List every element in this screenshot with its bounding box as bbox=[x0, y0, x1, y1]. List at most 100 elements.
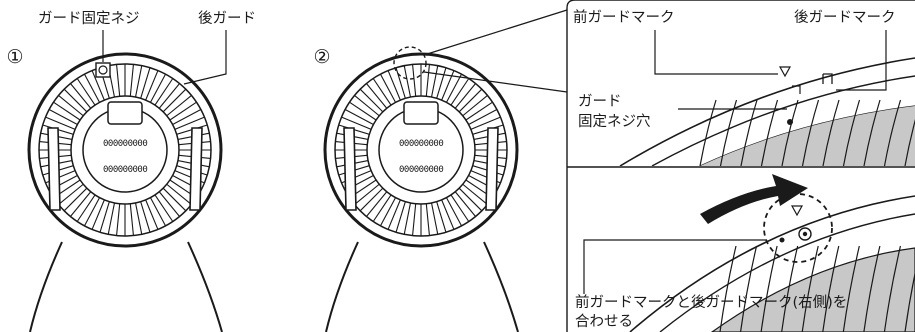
guard-rib bbox=[387, 199, 401, 230]
fan-1-handle bbox=[107, 101, 143, 125]
guard-rib bbox=[158, 83, 180, 109]
guard-rib bbox=[379, 197, 397, 227]
guard-rib bbox=[91, 70, 105, 101]
guard-rib bbox=[468, 108, 498, 126]
detail-panel bbox=[566, 0, 915, 332]
guard-rib bbox=[441, 199, 455, 230]
guard-rib bbox=[63, 88, 88, 113]
detail-bottom-drawing bbox=[629, 174, 915, 332]
guard-rib bbox=[116, 203, 121, 236]
detail-rib bbox=[699, 99, 717, 166]
detail-rib bbox=[719, 99, 738, 166]
fan-1 bbox=[27, 30, 227, 332]
guard-rib bbox=[372, 78, 392, 106]
guard-rib bbox=[58, 95, 84, 117]
guard-rib bbox=[172, 108, 202, 126]
leader-alignment bbox=[583, 239, 766, 294]
detail-rib bbox=[863, 245, 881, 332]
guard-rib bbox=[470, 116, 501, 130]
guard-rib bbox=[76, 78, 96, 106]
guard-rib bbox=[403, 65, 412, 98]
guard-rib bbox=[445, 73, 463, 103]
guard-rib bbox=[462, 183, 488, 205]
guard-rib bbox=[425, 64, 430, 97]
guard-rib bbox=[149, 197, 167, 227]
rear-guard-mark bbox=[822, 73, 833, 84]
detail-rib bbox=[863, 99, 881, 166]
fan-1-label-plate-bottom: 000000000 bbox=[103, 163, 148, 177]
fan-1-label-text-bottom: 000000000 bbox=[103, 165, 148, 175]
detail-rib bbox=[760, 99, 779, 166]
detail-rib bbox=[801, 245, 819, 332]
guard-rib bbox=[48, 108, 78, 126]
zoom-line-upper bbox=[423, 9, 568, 56]
guard-rib bbox=[149, 73, 167, 103]
guard-rib bbox=[174, 116, 205, 130]
guard-rib bbox=[354, 95, 380, 117]
fan-2-label-text-bottom: 000000000 bbox=[399, 165, 444, 175]
guard-rib bbox=[162, 88, 187, 113]
step-2-number: ② bbox=[313, 46, 331, 68]
guard-rib bbox=[465, 101, 493, 121]
fan-2-label-text-top: 000000000 bbox=[399, 139, 444, 149]
detail-top-ribs bbox=[699, 99, 915, 166]
guard-rib bbox=[169, 101, 197, 121]
guard-rib bbox=[166, 95, 192, 117]
guard-rib bbox=[425, 203, 430, 236]
guard-rib bbox=[430, 65, 439, 98]
fan-2-handle bbox=[403, 101, 439, 125]
fan-2-label-plate-bottom: 000000000 bbox=[399, 163, 444, 177]
fan-1-label-plate-top: 000000000 bbox=[103, 137, 148, 151]
guard-rib bbox=[436, 67, 447, 99]
rotation-arrow bbox=[700, 174, 808, 224]
guard-rib bbox=[129, 203, 134, 236]
detail-rib bbox=[842, 245, 860, 332]
guard-rib bbox=[458, 187, 483, 212]
guard-rib bbox=[91, 199, 105, 230]
guard-rib bbox=[70, 83, 92, 109]
guard-rib bbox=[454, 191, 476, 217]
detail-rib bbox=[740, 99, 758, 166]
label-fixing-screw: ガード固定ネジ bbox=[38, 11, 140, 27]
guard-rib bbox=[99, 201, 110, 233]
guard-rib bbox=[107, 202, 116, 235]
guard-rib bbox=[395, 201, 406, 233]
guard-rib bbox=[162, 187, 187, 212]
screw-hole bbox=[787, 119, 793, 125]
guard-rib bbox=[366, 83, 388, 109]
detail-bottom-ribs bbox=[719, 245, 915, 332]
detail-rib bbox=[822, 245, 840, 332]
guard-rib bbox=[450, 194, 470, 222]
guard-rib bbox=[166, 183, 192, 205]
guard-rib bbox=[450, 78, 470, 106]
guard-rib bbox=[76, 194, 96, 222]
guard-rib bbox=[140, 67, 151, 99]
guard-rib bbox=[154, 194, 174, 222]
guard-rib bbox=[70, 191, 92, 217]
guard-rib bbox=[412, 64, 417, 97]
fan-1-stand bbox=[29, 241, 223, 332]
detail-rib bbox=[781, 245, 799, 332]
detail-rib bbox=[904, 118, 915, 166]
label-rear-guard-mark: 後ガードマーク bbox=[794, 10, 896, 26]
guard-rib bbox=[341, 116, 372, 130]
fan-1-side-brackets bbox=[47, 127, 203, 211]
detail-rib bbox=[739, 245, 758, 332]
guard-rib bbox=[158, 191, 180, 217]
label-front-guard-mark: 前ガードマーク bbox=[573, 10, 675, 26]
detail-rib bbox=[883, 245, 902, 332]
guard-rib bbox=[83, 73, 101, 103]
guard-rib bbox=[372, 194, 392, 222]
fan-1-screw bbox=[95, 62, 111, 78]
detail-rib bbox=[904, 270, 915, 332]
guard-rib bbox=[145, 199, 159, 230]
guard-rib bbox=[58, 183, 84, 205]
guard-rib bbox=[83, 197, 101, 227]
detail-rib bbox=[719, 245, 737, 332]
guard-rib bbox=[436, 201, 447, 233]
guard-rib bbox=[359, 88, 384, 113]
label-rear-guard: 後ガード bbox=[198, 11, 256, 27]
instruction-line2: 合わせる bbox=[575, 314, 633, 330]
detail-rib bbox=[883, 99, 902, 166]
